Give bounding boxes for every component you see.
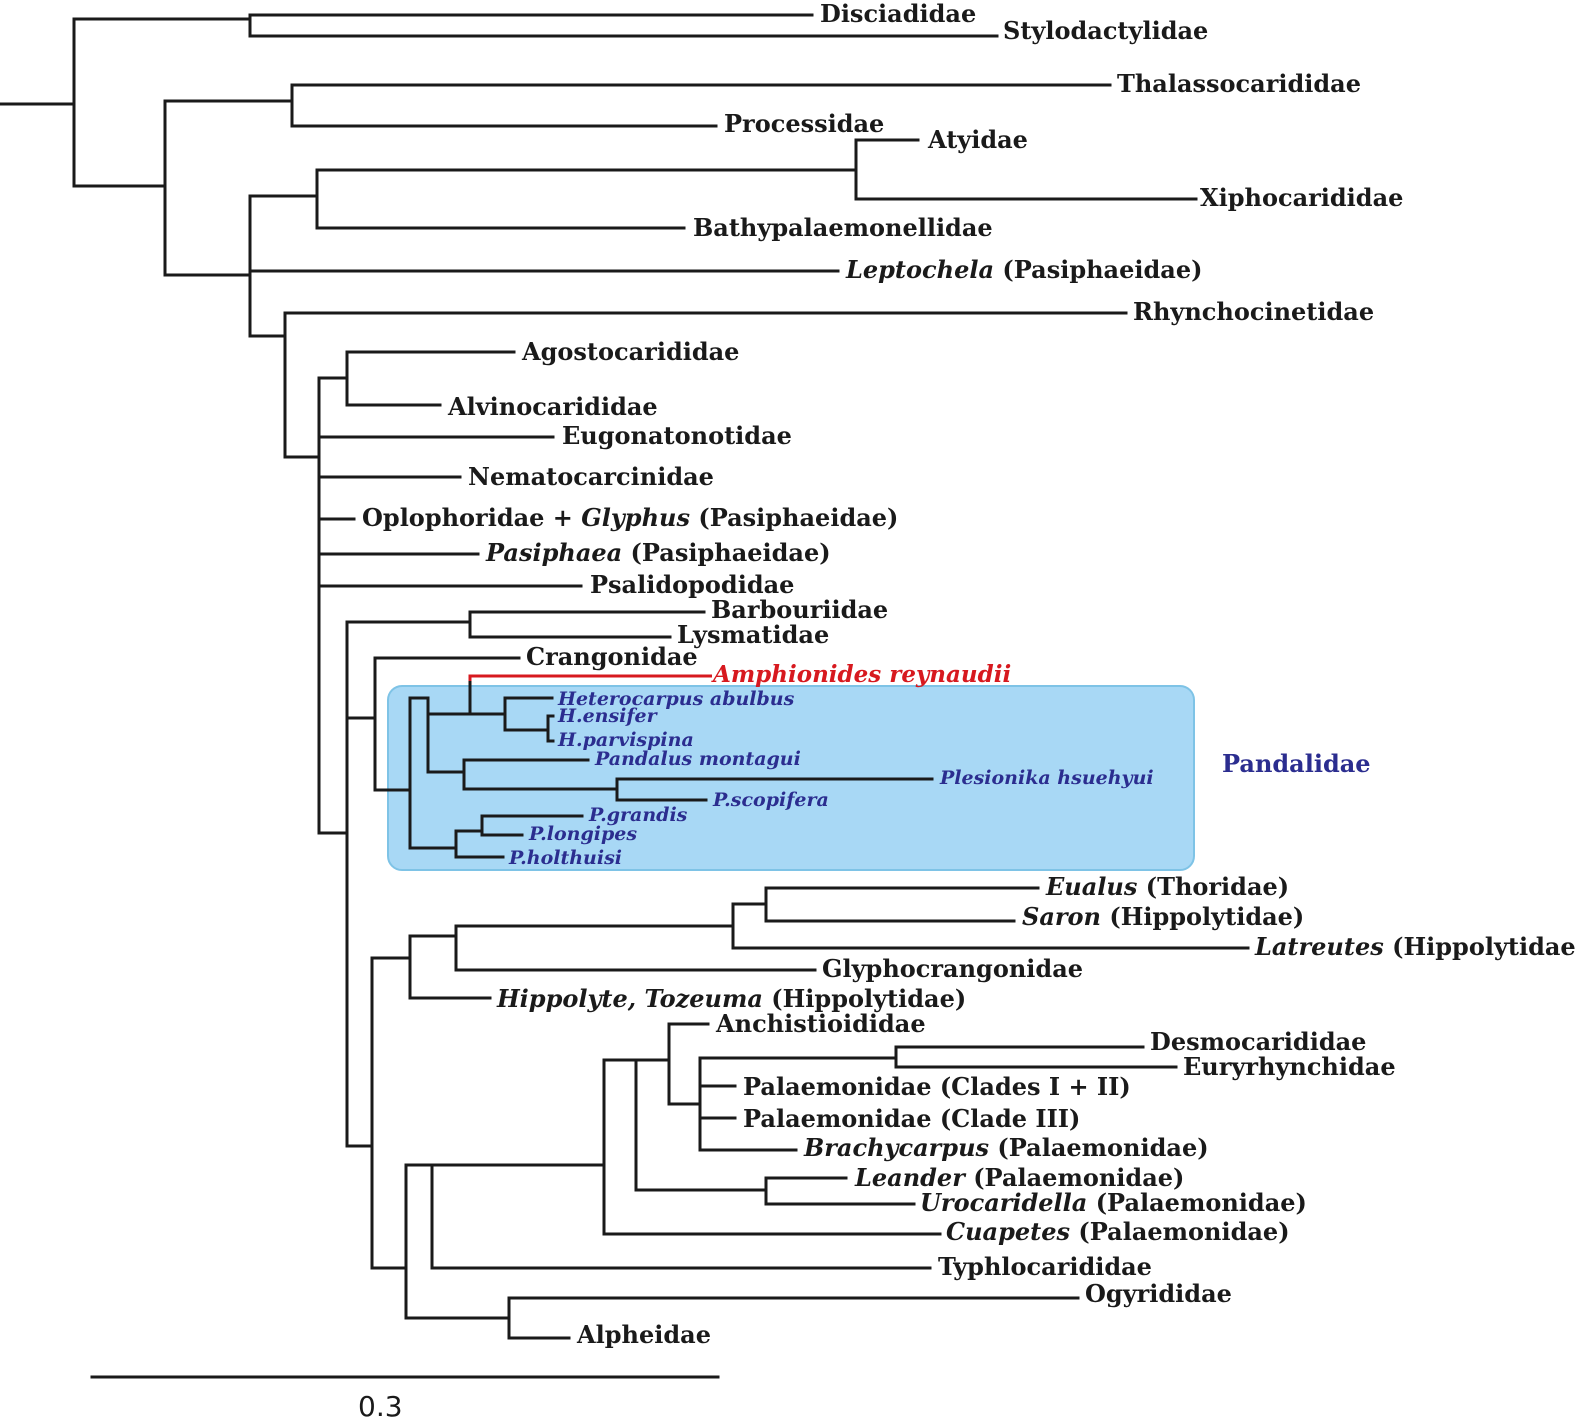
taxon-label: Latreutes (Hippolytidae) xyxy=(1254,932,1575,961)
taxon-label: Ogyrididae xyxy=(1085,1279,1232,1308)
taxon-label: Eugonatonotidae xyxy=(562,421,792,450)
taxon-label: Crangonidae xyxy=(526,642,698,671)
pandalid-taxon-label: H.parvispina xyxy=(557,729,694,751)
taxon-label: Typhlocarididae xyxy=(938,1252,1152,1281)
taxon-label: Leander (Palaemonidae) xyxy=(854,1163,1184,1192)
taxon-label: Eualus (Thoridae) xyxy=(1045,872,1289,901)
taxon-label: Glyphocrangonidae xyxy=(822,954,1083,983)
pandalid-taxon-label: Plesionika hsuehyui xyxy=(939,767,1154,789)
pandalid-taxon-label: P.grandis xyxy=(588,804,688,826)
highlighted-taxon-label: Amphionides reynaudii xyxy=(711,661,1011,688)
taxon-label: Brachycarpus (Palaemonidae) xyxy=(803,1133,1209,1162)
pandalid-taxon-label: P.holthuisi xyxy=(508,847,622,869)
taxon-label: Hippolyte, Tozeuma (Hippolytidae) xyxy=(496,984,966,1013)
taxon-label: Alvinocarididae xyxy=(447,392,658,421)
taxon-label: Pasiphaea (Pasiphaeidae) xyxy=(485,538,831,567)
taxon-label: Palaemonidae (Clades I + II) xyxy=(743,1072,1131,1101)
pandalid-taxon-label: Heterocarpus abulbus xyxy=(557,688,795,710)
clade-name-pandalidae: Pandalidae xyxy=(1222,749,1371,778)
taxon-label: Nematocarcinidae xyxy=(468,462,714,491)
taxon-label: Processidae xyxy=(724,109,884,138)
taxon-label: Lysmatidae xyxy=(677,620,829,649)
taxon-label: Stylodactylidae xyxy=(1003,16,1208,45)
taxon-label: Anchistioididae xyxy=(715,1009,926,1038)
taxon-label: Desmocarididae xyxy=(1150,1027,1366,1056)
taxon-label: Saron (Hippolytidae) xyxy=(1022,902,1304,931)
pandalid-taxon-label: P.longipes xyxy=(528,823,637,845)
pandalid-taxon-label: P.scopifera xyxy=(712,789,829,811)
taxon-label: Leptochela (Pasiphaeidae) xyxy=(845,255,1202,284)
taxon-label: Palaemonidae (Clade III) xyxy=(743,1104,1080,1133)
taxon-label: Barbouriidae xyxy=(711,595,888,624)
taxon-label: Thalassocarididae xyxy=(1117,69,1361,98)
taxon-label: Xiphocarididae xyxy=(1200,183,1403,212)
taxon-label: Atyidae xyxy=(927,125,1028,154)
taxon-label: Urocaridella (Palaemonidae) xyxy=(920,1188,1307,1217)
scale-bar-label: 0.3 xyxy=(358,1390,403,1423)
taxon-label: Disciadidae xyxy=(820,0,976,28)
pandalid-taxon-label: Pandalus montagui xyxy=(594,748,801,770)
taxon-label: Oplophoridae + Glyphus (Pasiphaeidae) xyxy=(362,503,898,532)
taxon-label: Rhynchocinetidae xyxy=(1133,297,1374,326)
taxon-label: Bathypalaemonellidae xyxy=(693,213,993,242)
taxon-label: Alpheidae xyxy=(576,1320,711,1349)
pandalid-taxon-label: H.ensifer xyxy=(557,705,659,727)
taxon-label: Euryrhynchidae xyxy=(1183,1052,1396,1081)
taxon-label: Psalidopodidae xyxy=(590,570,794,599)
taxon-labels: Disciadidae Stylodactylidae Thalassocari… xyxy=(358,0,1575,1423)
taxon-label: Agostocarididae xyxy=(521,337,739,366)
taxon-label: Cuapetes (Palaemonidae) xyxy=(946,1217,1290,1246)
tree-branches xyxy=(0,13,1250,1379)
